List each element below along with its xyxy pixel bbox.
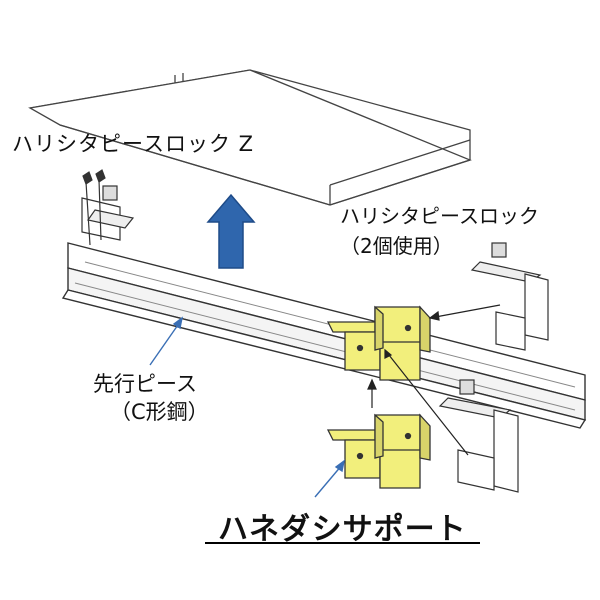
- ceiling-beam: [28, 69, 472, 206]
- leader-lines: [367, 304, 501, 456]
- up-arrow-icon: [206, 193, 256, 269]
- label-two-units-used: （2個使用）: [340, 234, 453, 258]
- product-name-underline: [205, 542, 480, 544]
- support-exploded: [326, 413, 431, 489]
- support-mounted: [326, 305, 431, 381]
- bracket-z: [81, 169, 135, 246]
- label-harishita-piece-lock-z: ハリシタピースロック Z: [12, 132, 255, 156]
- label-c-channel: （C形鋼）: [110, 400, 209, 424]
- bracket-right-upper: [470, 242, 549, 351]
- product-name: ハネダシサポート: [218, 512, 467, 547]
- label-senko-piece: 先行ピース: [93, 372, 197, 396]
- bracket-right-lower: [438, 379, 519, 493]
- annotation-arrows: [149, 316, 346, 498]
- label-harishita-piece-lock: ハリシタピースロック: [340, 204, 539, 228]
